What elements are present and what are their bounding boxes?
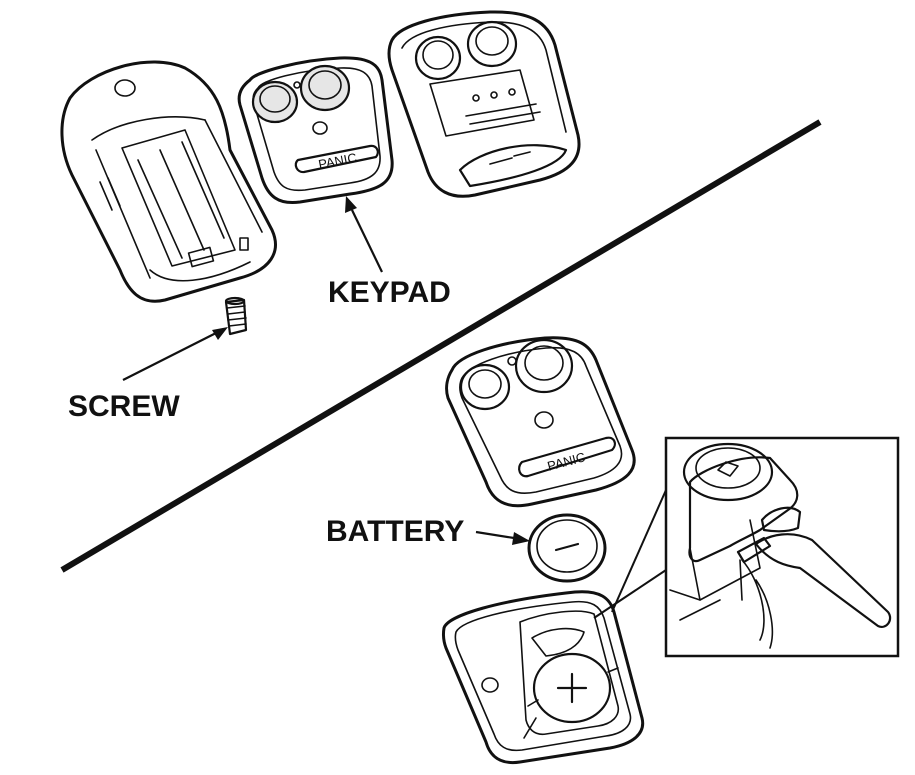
screw-icon (224, 296, 248, 336)
battery-icon (527, 513, 607, 583)
keypad-label: KEYPAD (328, 276, 451, 309)
front-cover-icon (387, 10, 581, 198)
battery-label: BATTERY (326, 515, 464, 548)
keypad-bottom-icon: PANIC (445, 336, 636, 508)
inset-detail-icon (593, 436, 900, 658)
rear-case-icon (60, 60, 277, 303)
keypad-icon: PANIC (237, 56, 394, 205)
divider-line (60, 119, 822, 573)
battery-leader-arrow (475, 530, 530, 545)
remote-case-icon (441, 590, 645, 765)
screwdriver-icon (736, 533, 892, 649)
keypad-leader-arrow (345, 196, 383, 273)
keypad-panic-label: PANIC (317, 150, 358, 172)
screw-leader-arrow (122, 327, 228, 381)
screw-label: SCREW (68, 390, 180, 423)
